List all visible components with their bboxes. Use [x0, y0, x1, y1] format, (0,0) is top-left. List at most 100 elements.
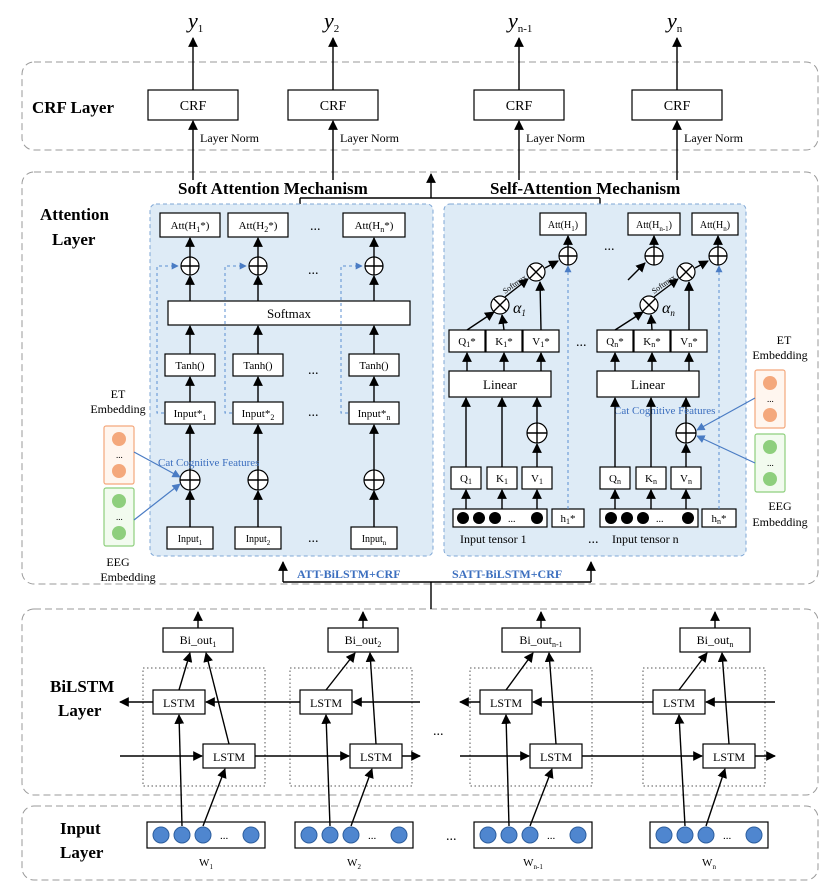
- lstm-backward-box-n: [652, 689, 706, 715]
- soft-eeg-label-1: EEG: [106, 555, 130, 569]
- self-input-tensor-n: ... hn* Input tensor n: [599, 508, 737, 546]
- soft-att-label-2: Att(H2*): [239, 220, 278, 234]
- self-att-box-n: [691, 212, 739, 236]
- self-v1-label: V1: [531, 473, 543, 486]
- self-eeg-label-2: Embedding: [752, 515, 807, 529]
- self-linear-label-1: Linear: [483, 377, 518, 392]
- self-et-label-1: ET: [777, 333, 792, 347]
- self-tensor-label-n: Input tensor n: [612, 532, 679, 546]
- crf-boxes: CRF CRF CRF CRF Layer Norm Layer Norm La…: [147, 37, 744, 180]
- soft-et-label-1: ET: [111, 387, 126, 401]
- self-cat-label: Cat Cognitive Features: [614, 405, 715, 417]
- bi-out-box-n: [679, 627, 751, 653]
- lstm-backward-label-1: LSTM: [163, 696, 195, 710]
- layer-norm-n: Layer Norm: [684, 131, 744, 145]
- crf-layer-label: CRF Layer: [32, 98, 114, 117]
- self-v1-star-label: V1*: [532, 336, 549, 349]
- self-attention-title: Self-Attention Mechanism: [490, 179, 680, 198]
- soft-softmax-label: Softmax: [267, 306, 312, 321]
- self-kn-star-label: Kn*: [643, 336, 660, 349]
- layer-norm-1: Layer Norm: [200, 131, 260, 145]
- soft-input-label-1: Input1: [178, 534, 203, 547]
- soft-softmax-box: [167, 300, 411, 326]
- soft-et-dot-1: [112, 432, 126, 446]
- crf-label-2: CRF: [320, 99, 347, 114]
- attention-layer-label-1: Attention: [40, 205, 109, 224]
- bilstm-cell-frame-n: [642, 667, 766, 787]
- soft-attention-title: Soft Attention Mechanism: [178, 179, 368, 198]
- lstm-backward-box-n1: [479, 689, 533, 715]
- soft-inputstar-ellipsis: ...: [308, 405, 319, 420]
- self-linear-box-1: [448, 370, 552, 398]
- soft-input-label-n: Inputn: [362, 534, 387, 547]
- self-et-dot-1: [763, 376, 777, 390]
- soft-tanh-label-n: Tanh(): [359, 360, 388, 372]
- self-linear-label-n: Linear: [631, 377, 666, 392]
- self-et-label-2: Embedding: [752, 348, 807, 362]
- soft-inputstar-label-1: Input*1: [174, 408, 207, 422]
- soft-eeg-embedding: ... EEG Embedding: [100, 487, 156, 584]
- bi-out-label-n1: Bi_outn-1: [519, 633, 562, 649]
- self-et-arrow: [696, 397, 756, 431]
- crf-label-n: CRF: [664, 99, 691, 114]
- soft-att-ellipsis: ...: [310, 219, 321, 234]
- self-eeg-dots: ...: [767, 458, 774, 468]
- crf-box-1: [147, 89, 239, 121]
- soft-tanh-label-1: Tanh(): [175, 360, 204, 372]
- lstm-forward-box-1: [202, 743, 256, 769]
- soft-inputstar-row: Input*1 Input*2 Input*n ...: [164, 376, 400, 425]
- input-layer-label-1: Input: [60, 819, 101, 838]
- self-att-box-n1: [627, 212, 681, 236]
- soft-plus-row: ...: [180, 237, 384, 278]
- self-tensor-dots-1: ...: [508, 514, 516, 525]
- attention-layer-label-2: Layer: [52, 230, 96, 249]
- output-y1: y1: [186, 8, 203, 35]
- soft-eeg-label-2: Embedding: [100, 570, 155, 584]
- self-q1-label: Q1: [460, 473, 472, 486]
- self-kn-label: Kn: [645, 473, 657, 486]
- token-dots-n1: ...: [547, 830, 556, 842]
- bilstm-cell-frame-1: [142, 667, 266, 787]
- bi-out-box-n1: [501, 627, 581, 653]
- soft-att-box-2: [227, 212, 289, 238]
- soft-att-boxes: Att(H1*) Att(H2*) Att(Hn*) ...: [159, 212, 406, 238]
- outputs-group: y1 y2 yn-1 yn: [186, 8, 683, 35]
- input-layer-label-2: Layer: [60, 843, 104, 862]
- self-att-ellipsis: ...: [604, 239, 615, 254]
- soft-inputstar-label-2: Input*2: [242, 408, 275, 422]
- token-dots-2: ...: [368, 830, 377, 842]
- att-bilstm-crf-label: ATT-BiLSTM+CRF: [297, 567, 401, 581]
- soft-residual-n: [340, 262, 363, 414]
- soft-et-dots: ...: [116, 450, 123, 460]
- soft-eeg-vector: [103, 487, 135, 547]
- soft-cat-label: Cat Cognitive Features: [158, 457, 259, 469]
- soft-et-embedding: ET Embedding ...: [90, 387, 146, 485]
- self-att-label-n1: Att(Hn-1): [636, 220, 672, 233]
- token-dots-n: ...: [723, 830, 732, 842]
- soft-input-label-2: Input2: [246, 534, 271, 547]
- lstm-forward-box-2: [349, 743, 403, 769]
- self-hn-label: hn*: [712, 513, 727, 526]
- soft-residual-2: [224, 262, 247, 414]
- layer-norm-2: Layer Norm: [340, 131, 400, 145]
- bilstm-cell-frame-n1: [469, 667, 593, 787]
- word-label-2: W2: [347, 857, 361, 871]
- bilstm-layer-label-1: BiLSTM: [50, 677, 114, 696]
- soft-eeg-dot-2: [112, 526, 126, 540]
- self-alpha-n: αn: [662, 300, 675, 318]
- self-qkv-n: Qn* Kn* Vn*: [596, 281, 708, 353]
- self-tensor-label-1: Input tensor 1: [460, 532, 527, 546]
- soft-input-row: Input1 Input2 Inputn ...: [166, 490, 398, 550]
- self-linear-box-n: [596, 370, 700, 398]
- output-yn1: yn-1: [506, 8, 532, 35]
- input-layer-frame: [21, 805, 819, 881]
- input-layer: ... ... ... ... ... W1 W2 Wn-1 Wn: [146, 714, 769, 871]
- output-y2: y2: [322, 8, 339, 35]
- self-qkv-base-1: Q1 K1 V1: [450, 397, 553, 509]
- crf-label-n1: CRF: [506, 99, 533, 114]
- soft-et-dot-2: [112, 464, 126, 478]
- self-ops-1: Softmax α1: [490, 235, 578, 318]
- self-att-label-1: Att(H1): [548, 220, 578, 233]
- self-et-dots: ...: [767, 394, 774, 404]
- model-routing: ATT-BiLSTM+CRF SATT-BiLSTM+CRF: [278, 561, 596, 609]
